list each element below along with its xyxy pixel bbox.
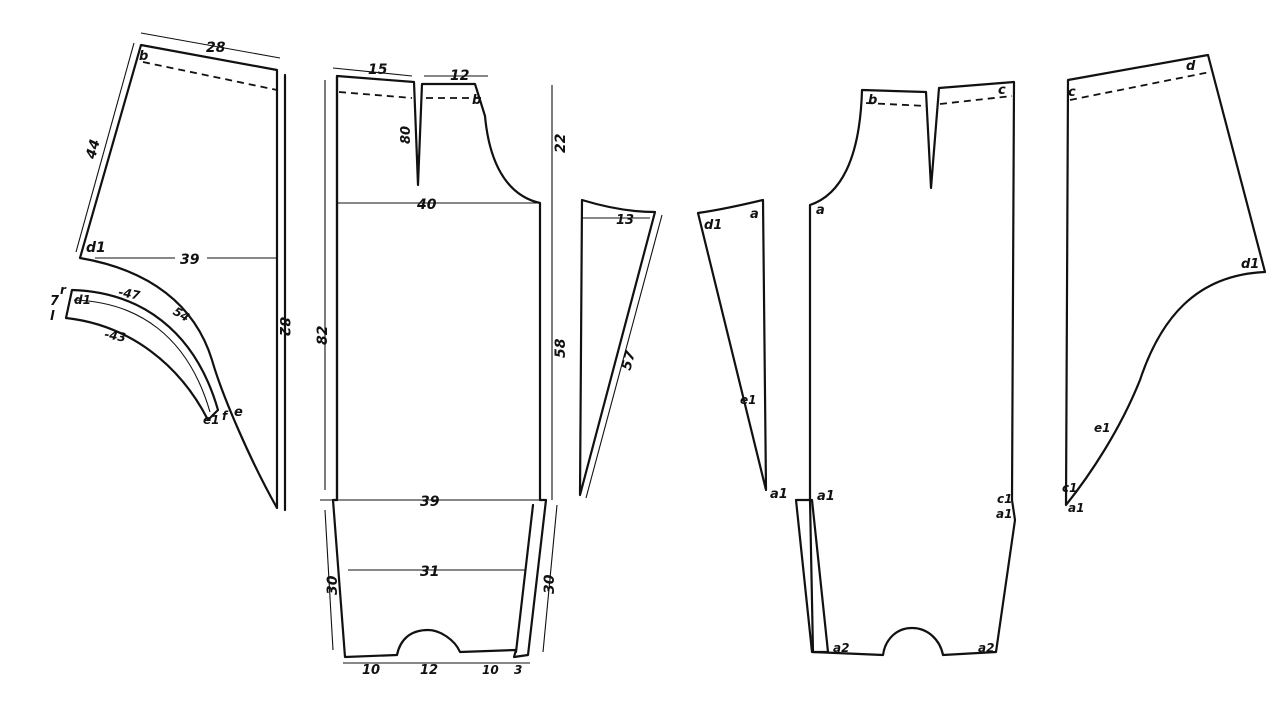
label-44: 44 <box>83 138 104 162</box>
label-10-a: 10 <box>362 663 380 678</box>
left-gusset-outline <box>578 198 657 497</box>
label-12-bottom: 12 <box>420 663 438 678</box>
label-12-top: 12 <box>450 68 469 84</box>
point-l: l <box>50 309 55 324</box>
left-gusset <box>578 198 663 499</box>
back-body-panel <box>794 80 1017 657</box>
point-d1-gusset: d1 <box>704 218 722 233</box>
collar-strip-inner <box>73 299 211 413</box>
back-hem-dash <box>865 102 927 107</box>
point-b-back: b <box>868 93 877 108</box>
back-hem-dash-b <box>939 95 1013 105</box>
back-strip-outline <box>794 498 830 654</box>
label-22: 22 <box>553 134 569 153</box>
point-b-neck: b <box>472 93 481 108</box>
point-7: 7 <box>50 294 60 309</box>
right-side-panel <box>1064 53 1267 507</box>
front-body-outline <box>331 74 548 659</box>
front-outer-left-lower <box>324 509 334 651</box>
label-10-b: 10 <box>482 663 499 677</box>
dim-15-line <box>332 67 413 77</box>
label-82-left: 82 <box>276 317 292 336</box>
point-a2-right: a2 <box>978 641 994 655</box>
point-e1-right: e1 <box>1094 421 1111 435</box>
front-hem-dash-a <box>338 91 413 99</box>
dim-28-line <box>140 32 281 59</box>
right-gusset-outline <box>696 198 768 492</box>
left-gusset-edge <box>585 214 663 499</box>
point-a1-gusset: a1 <box>770 487 788 502</box>
point-d-right: d <box>1186 59 1196 74</box>
label-3: 3 <box>514 663 522 677</box>
front-body-panel <box>320 67 558 664</box>
label-43: -43 <box>103 327 127 345</box>
label-39-hip: 39 <box>420 494 440 510</box>
point-d1-right: d1 <box>1241 257 1259 272</box>
point-d1: d1 <box>86 240 106 256</box>
point-a2-left: a2 <box>833 641 849 655</box>
right-gusset <box>696 198 768 492</box>
point-a-gusset: a <box>750 207 759 222</box>
label-54: 54 <box>171 304 192 324</box>
label-30-left: 30 <box>325 575 341 595</box>
point-f: f <box>222 409 229 423</box>
point-a1-back-right: a1 <box>996 507 1012 521</box>
label-39: 39 <box>180 252 200 268</box>
point-a1-right: a1 <box>1068 501 1084 515</box>
point-e1-gusset: e1 <box>740 393 757 407</box>
right-side-panel-outline <box>1064 53 1267 507</box>
point-r: r <box>60 283 67 297</box>
left-side-panel-outline <box>78 43 279 510</box>
label-58: 58 <box>553 338 569 358</box>
point-c1-back: c1 <box>997 492 1012 506</box>
point-a-back: a <box>816 203 825 218</box>
label-40: 40 <box>416 197 437 213</box>
point-b: b <box>139 49 148 64</box>
collar-strip-outline <box>64 288 220 422</box>
point-c-right: c <box>1068 85 1076 100</box>
point-e1: e1 <box>203 413 220 427</box>
left-side-panel <box>64 32 287 512</box>
point-a1-back: a1 <box>817 489 835 504</box>
point-c-back: c <box>998 83 1006 98</box>
label-28: 28 <box>206 40 226 56</box>
label-80: 80 <box>399 126 414 144</box>
label-57: 57 <box>619 349 640 372</box>
label-47: -47 <box>117 285 141 303</box>
left-side-panel-hem-dash <box>142 61 278 91</box>
dim-30-right-line <box>542 504 558 653</box>
label-82-front: 82 <box>315 326 331 345</box>
front-right-strip <box>514 503 535 654</box>
label-30-right: 30 <box>542 574 558 594</box>
label-15: 15 <box>368 62 388 78</box>
point-d1-small: d1 <box>74 293 91 307</box>
point-e: e <box>234 405 243 420</box>
label-13: 13 <box>616 213 634 228</box>
dim-44-line <box>75 42 135 253</box>
back-body-outline <box>808 80 1017 657</box>
point-c1-right: c1 <box>1062 481 1077 495</box>
label-31: 31 <box>420 564 439 580</box>
